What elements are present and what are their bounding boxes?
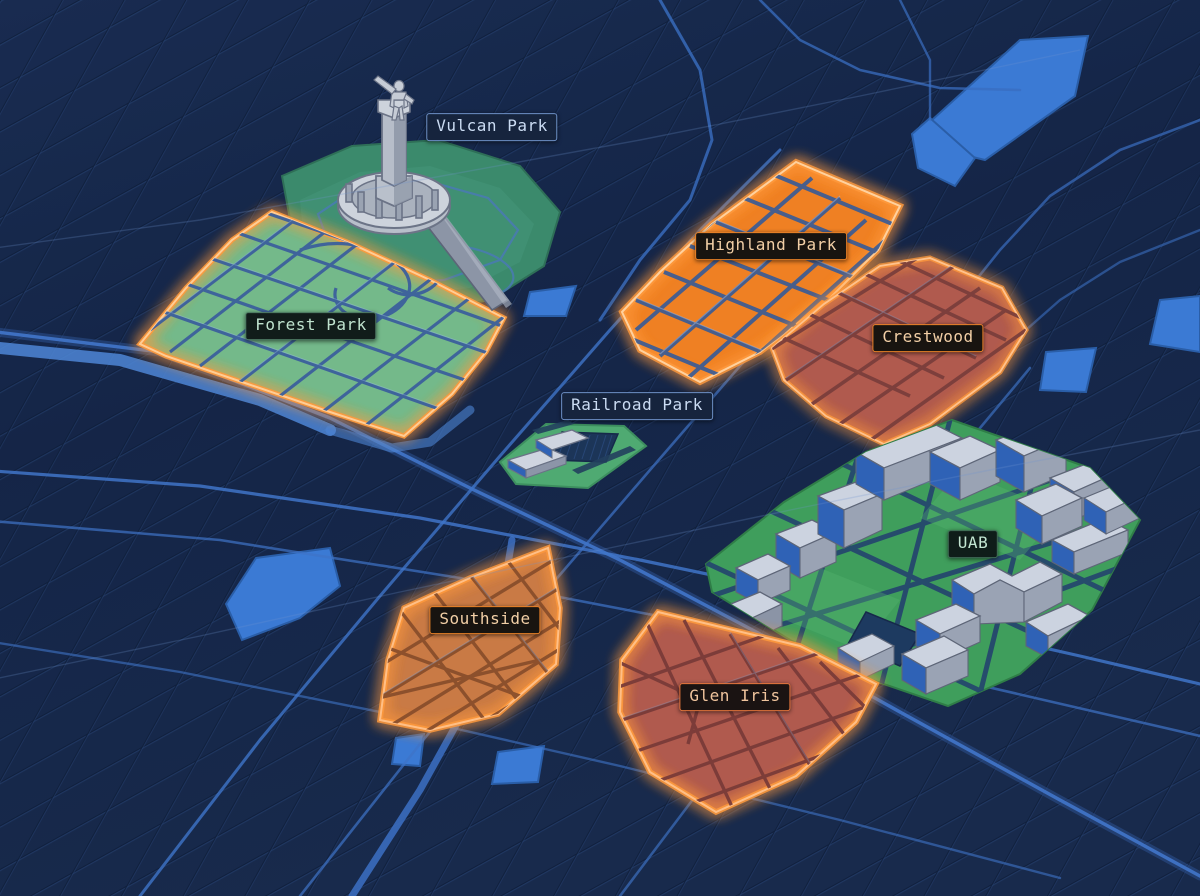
map-label-southside[interactable]: Southside bbox=[429, 606, 541, 634]
map-label-forest-park[interactable]: Forest Park bbox=[245, 312, 377, 340]
map-label-uab[interactable]: UAB bbox=[947, 530, 999, 558]
railroad-park-buildings bbox=[506, 429, 590, 479]
district-railroad-park[interactable] bbox=[498, 420, 648, 490]
foreground-roads bbox=[0, 49, 1200, 679]
district-uab-campus[interactable] bbox=[700, 418, 1142, 708]
map-label-glen-iris[interactable]: Glen Iris bbox=[679, 683, 791, 711]
map-label-vulcan-park[interactable]: Vulcan Park bbox=[426, 113, 558, 141]
uab-campus-buildings bbox=[724, 423, 1140, 695]
map-label-crestwood[interactable]: Crestwood bbox=[872, 324, 984, 352]
water-bodies bbox=[224, 34, 1200, 786]
map-label-railroad-park[interactable]: Railroad Park bbox=[561, 392, 713, 420]
vulcan-monument[interactable] bbox=[337, 75, 512, 312]
district-southside[interactable] bbox=[366, 544, 600, 748]
forest-park-streets bbox=[140, 212, 504, 432]
map-label-highland-park[interactable]: Highland Park bbox=[695, 232, 847, 260]
